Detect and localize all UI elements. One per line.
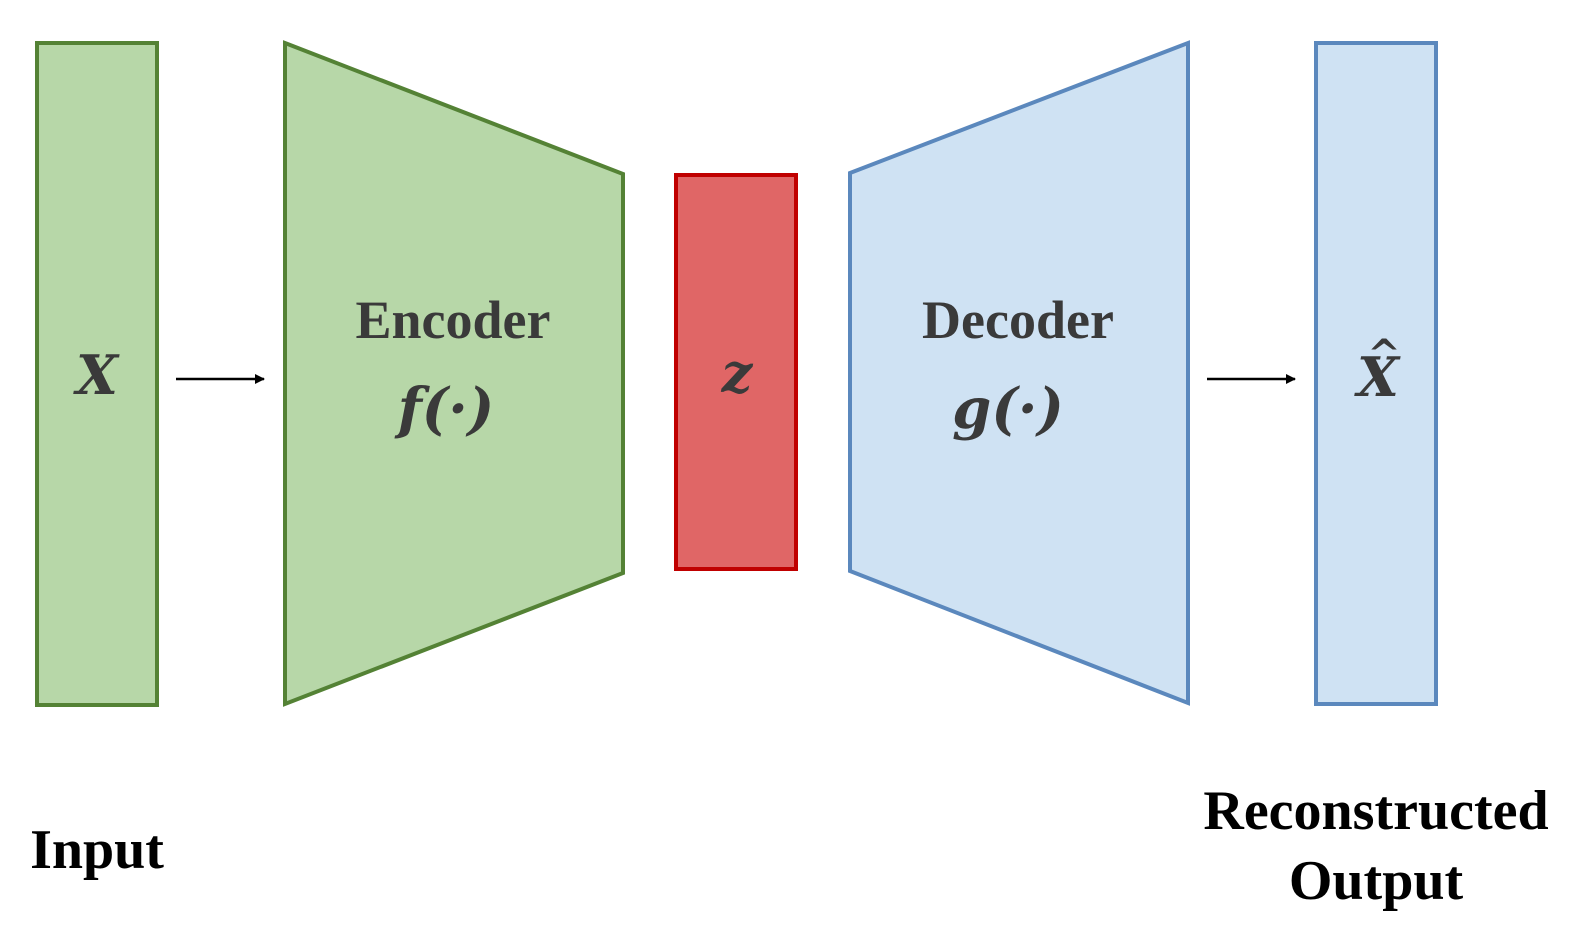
latent-block [674,173,798,571]
input-block [35,41,159,707]
output-caption-line2: Output [1289,850,1464,912]
output-hat-symbol: ^ [1367,331,1401,378]
output-symbol: X [1354,345,1401,409]
decoder-title: Decoder [922,290,1114,350]
latent-symbol: z [721,341,754,405]
input-symbol: X [73,343,120,407]
encoder-function: f(·) [394,376,495,442]
input-caption: Input [30,819,164,881]
decoder-function: g(·) [952,376,1064,442]
output-block [1314,41,1438,706]
encoder-title: Encoder [356,290,551,350]
output-caption-line1: Reconstructed [1203,780,1548,842]
decoder-block [848,40,1190,706]
encoder-block [283,40,625,707]
